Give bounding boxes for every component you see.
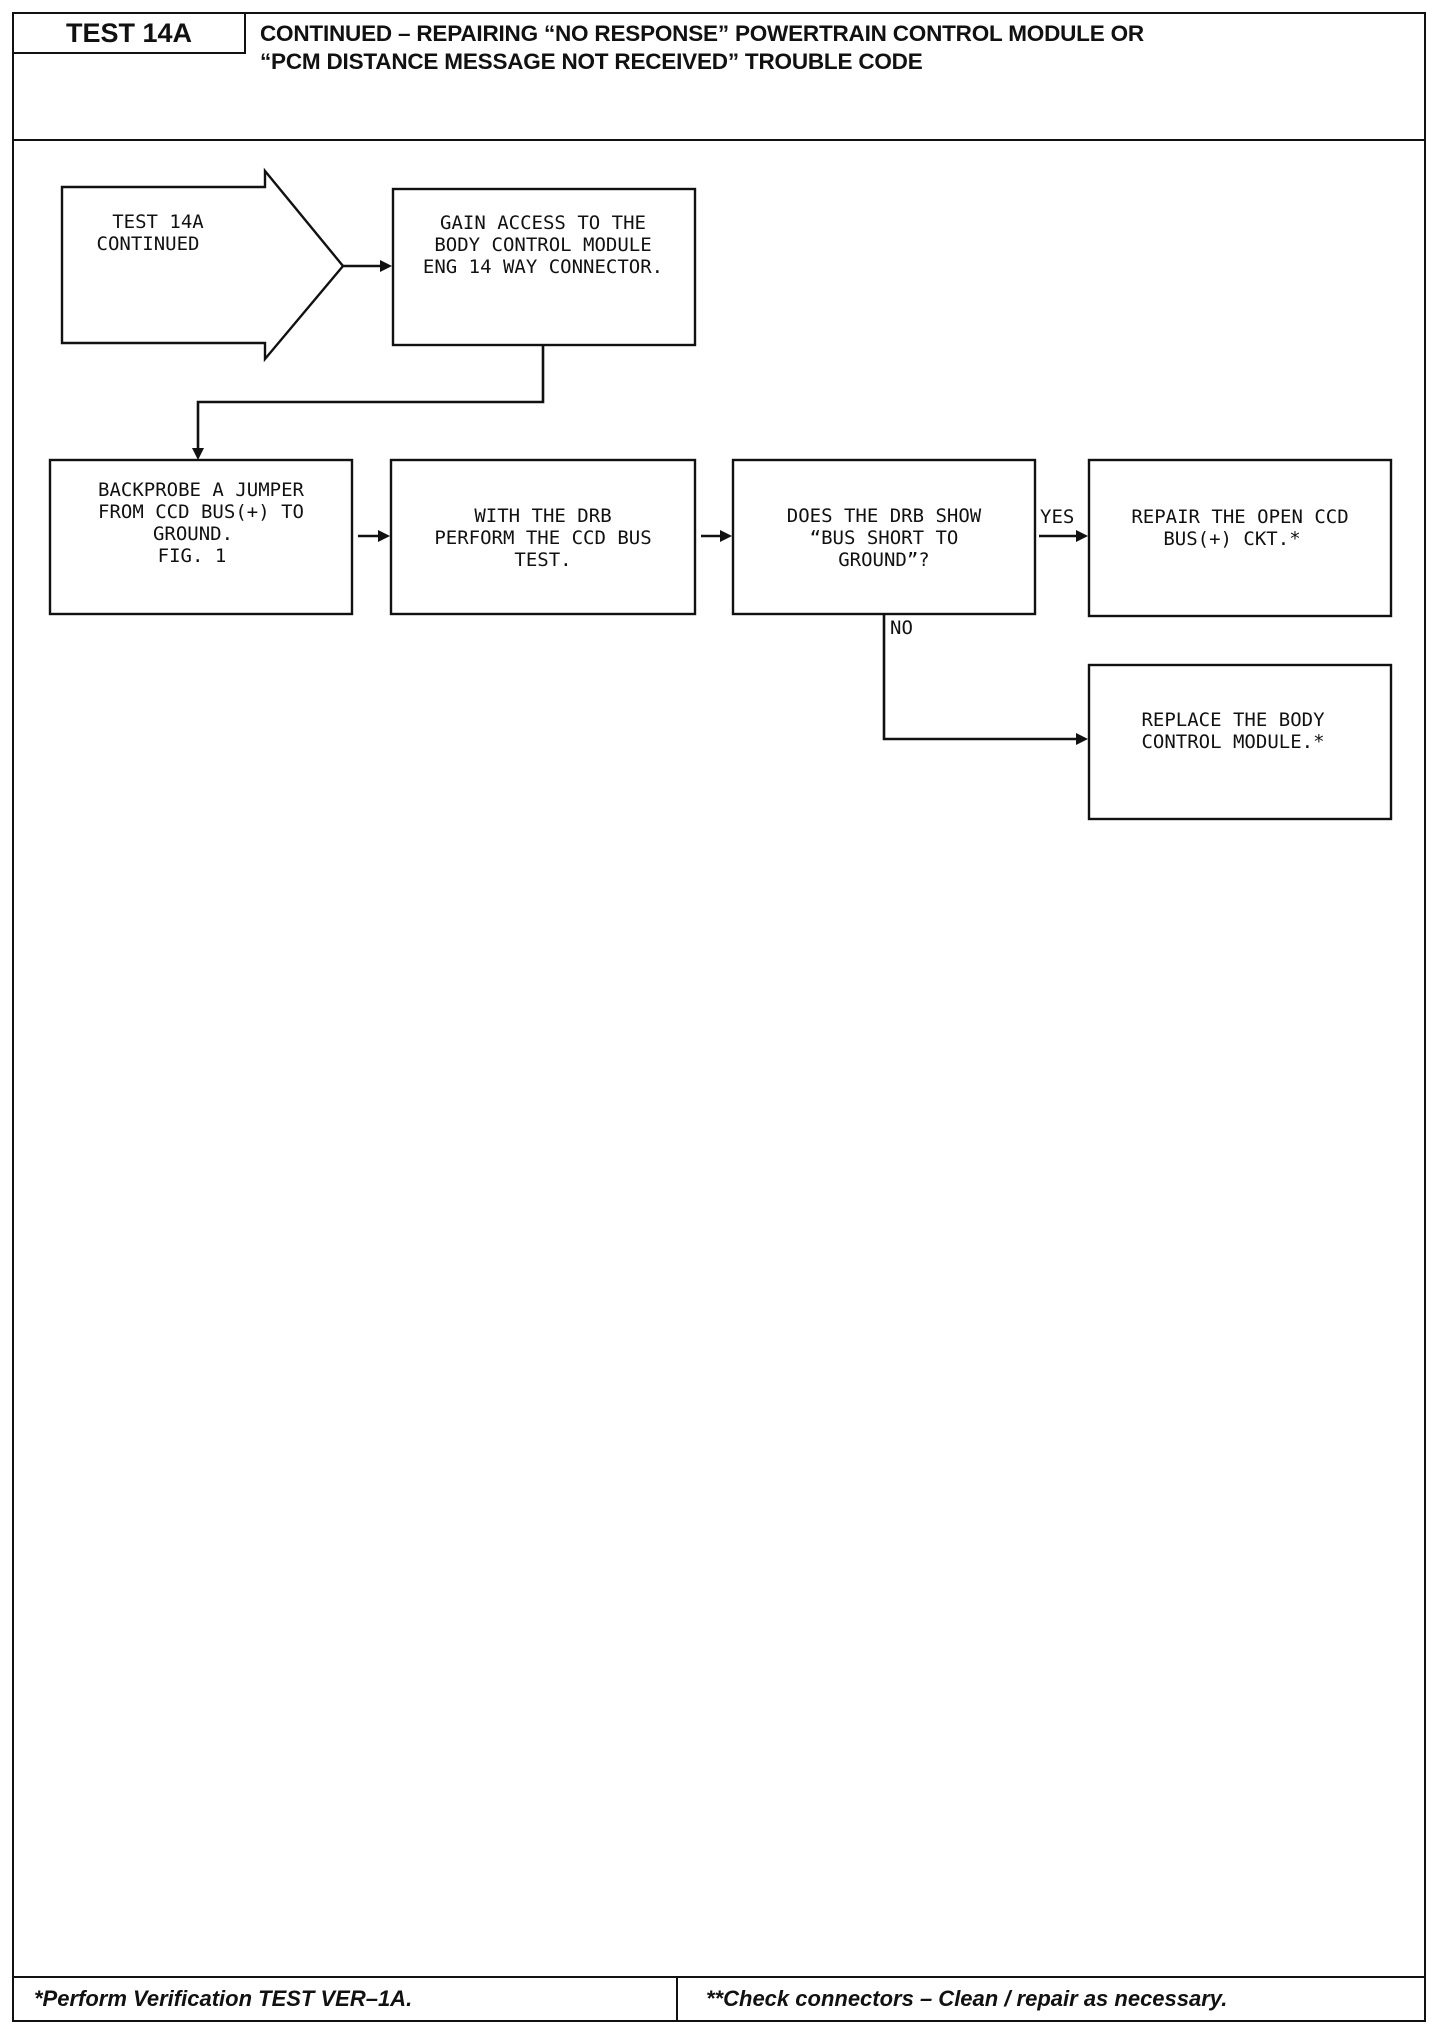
- yes-label: YES: [1040, 506, 1074, 528]
- replace-line-1: REPLACE THE BODY: [1141, 709, 1325, 731]
- title-line-2: “PCM DISTANCE MESSAGE NOT RECEIVED” TROU…: [260, 49, 923, 74]
- repair-line-1: REPAIR THE OPEN CCD: [1131, 506, 1348, 528]
- repair-box: [1087, 458, 1393, 618]
- question-box: [731, 458, 1037, 616]
- backprobe-node: BACKPROBE A JUMPER FROM CCD BUS(+) TO GR…: [48, 458, 354, 616]
- repair-node: REPAIR THE OPEN CCD BUS(+) CKT.*: [1087, 458, 1393, 618]
- no-branch: NO: [882, 614, 1088, 745]
- replace-line-2: CONTROL MODULE.*: [1141, 731, 1324, 753]
- backprobe-line-3: GROUND.: [153, 523, 233, 545]
- test-id-label: TEST 14A: [14, 14, 246, 54]
- start-line-1: TEST 14A: [112, 211, 204, 233]
- no-label: NO: [890, 617, 913, 639]
- page-header: TEST 14A CONTINUED – REPAIRING “NO RESPO…: [14, 14, 1424, 141]
- page-footer: *Perform Verification TEST VER–1A. **Che…: [14, 1976, 1424, 2020]
- backprobe-line-1: BACKPROBE A JUMPER: [98, 479, 304, 501]
- access-node: GAIN ACCESS TO THE BODY CONTROL MODULE E…: [391, 187, 697, 347]
- access-box: [391, 187, 697, 347]
- title-line-1: CONTINUED – REPAIRING “NO RESPONSE” POWE…: [260, 21, 1144, 46]
- backprobe-line-4: FIG. 1: [158, 545, 227, 567]
- start-line-2: CONTINUED: [97, 233, 200, 255]
- access-line-1: GAIN ACCESS TO THE: [440, 212, 646, 234]
- replace-node: REPLACE THE BODY CONTROL MODULE.*: [1087, 663, 1393, 821]
- arrow-backprobe-to-drb: [358, 530, 390, 542]
- question-node: DOES THE DRB SHOW “BUS SHORT TO GROUND”?: [731, 458, 1037, 616]
- backprobe-line-2: FROM CCD BUS(+) TO: [98, 501, 304, 523]
- arrow-drb-to-question: [701, 530, 732, 542]
- repair-line-2: BUS(+) CKT.*: [1163, 528, 1300, 550]
- question-line-3: GROUND”?: [838, 549, 930, 571]
- yes-branch: YES: [1039, 506, 1088, 542]
- question-line-1: DOES THE DRB SHOW: [787, 505, 982, 527]
- page-title: CONTINUED – REPAIRING “NO RESPONSE” POWE…: [260, 20, 1408, 76]
- drb-test-box: [389, 458, 697, 616]
- arrow-start-to-access: [343, 260, 392, 272]
- backprobe-box: [48, 458, 354, 616]
- drb-test-node: WITH THE DRB PERFORM THE CCD BUS TEST.: [389, 458, 697, 616]
- drb-test-line-3: TEST.: [514, 549, 571, 571]
- access-line-2: BODY CONTROL MODULE: [434, 234, 651, 256]
- footer-connector-note: **Check connectors – Clean / repair as n…: [706, 1986, 1228, 2011]
- question-line-2: “BUS SHORT TO: [810, 527, 959, 549]
- start-arrow-shape: [60, 167, 345, 363]
- footer-verification-note: *Perform Verification TEST VER–1A.: [14, 1978, 678, 2020]
- access-line-3: ENG 14 WAY CONNECTOR.: [423, 256, 663, 278]
- replace-box: [1087, 663, 1393, 821]
- start-node: TEST 14A CONTINUED: [60, 167, 345, 363]
- drb-test-line-2: PERFORM THE CCD BUS: [434, 527, 651, 549]
- manual-page: TEST 14A CONTINUED – REPAIRING “NO RESPO…: [12, 12, 1426, 2022]
- drb-test-line-1: WITH THE DRB: [474, 505, 611, 527]
- arrow-access-to-backprobe: [192, 345, 545, 460]
